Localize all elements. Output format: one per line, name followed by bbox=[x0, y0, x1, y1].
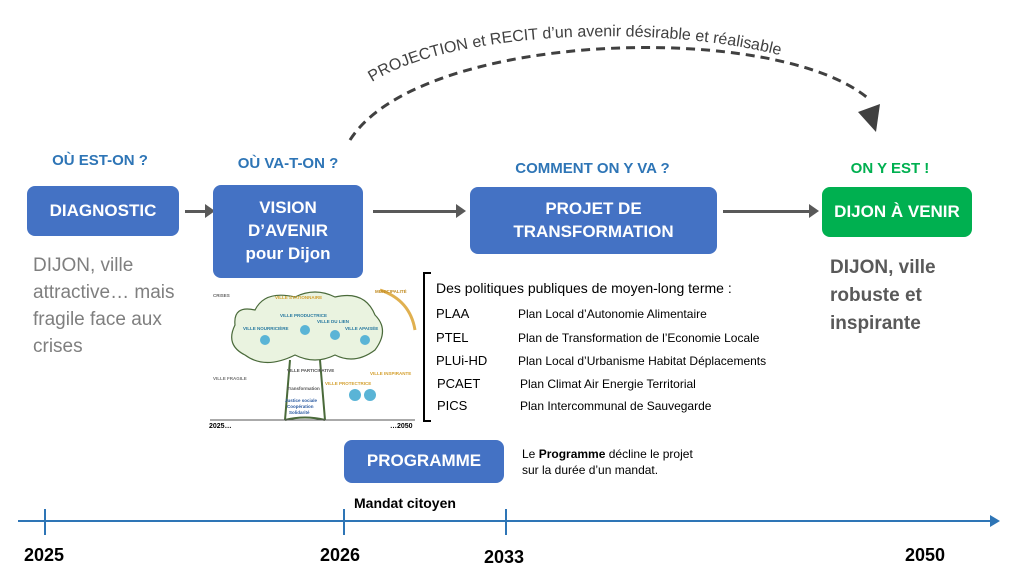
year-2050: 2050 bbox=[905, 545, 946, 565]
tick-2033 bbox=[505, 509, 507, 535]
question-2: OÙ VA-T-ON ? bbox=[237, 155, 339, 172]
illus-label: VILLE FRAGILE bbox=[213, 376, 247, 381]
illus-label: …2050 bbox=[390, 423, 413, 430]
policy-name: Plan Local d’Autonomie Alimentaire bbox=[518, 307, 707, 321]
policies-list: Des politiques publiques de moyen-long t… bbox=[436, 280, 816, 420]
dijon-a-venir-box: DIJON À VENIR bbox=[822, 187, 972, 237]
year-2033: 2033 bbox=[484, 547, 525, 567]
illus-label: Transformation bbox=[287, 386, 320, 391]
timeline-arrow-icon bbox=[990, 515, 1000, 527]
illus-label: VILLE PROTECTRICE bbox=[325, 381, 371, 386]
programme-box: PROGRAMME bbox=[344, 440, 504, 483]
illus-label: MUNICIPALITÉ bbox=[375, 287, 407, 294]
arrow-1 bbox=[185, 204, 215, 218]
policy-name: Plan Intercommunal de Sauvegarde bbox=[520, 399, 712, 413]
year-2025: 2025 bbox=[24, 545, 65, 565]
svg-text:PROJECTION et RECIT d’un aveni: PROJECTION et RECIT d’un avenir désirabl… bbox=[365, 23, 783, 85]
illus-label: Justice sociale bbox=[285, 398, 318, 403]
note-bold: Programme bbox=[538, 447, 606, 461]
illus-label: Solidarité bbox=[289, 410, 310, 415]
diagnostic-description: DIJON, ville attractive… mais fragile fa… bbox=[33, 255, 175, 357]
policy-code: PICS bbox=[437, 398, 468, 413]
policies-bracket bbox=[423, 272, 431, 422]
illus-label: CRISES bbox=[213, 293, 230, 298]
policy-code: PCAET bbox=[437, 376, 481, 391]
note-text: Le bbox=[522, 447, 539, 461]
arc-label: PROJECTION et RECIT d’un avenir désirabl… bbox=[365, 23, 783, 85]
policy-code: PTEL bbox=[436, 330, 469, 345]
diagnostic-box: DIAGNOSTIC bbox=[27, 186, 179, 236]
tick-2026 bbox=[343, 509, 345, 535]
policies-title: Des politiques publiques de moyen-long t… bbox=[436, 280, 732, 296]
tick-2025 bbox=[44, 509, 46, 535]
projet-box: PROJET DE TRANSFORMATION bbox=[470, 187, 717, 254]
illus-label: VILLE APAISÉE bbox=[345, 324, 378, 331]
question-3: COMMENT ON Y VA ? bbox=[515, 160, 670, 177]
illus-label: 2025… bbox=[209, 423, 232, 430]
projection-arc: PROJECTION et RECIT d’un avenir désirabl… bbox=[348, 23, 880, 142]
note-text: décline le projet bbox=[605, 447, 693, 461]
illus-label: VILLE PRODUCTRICE bbox=[280, 313, 327, 318]
illus-label: VILLE NOURRICIÈRE bbox=[243, 324, 289, 331]
mandate-label: Mandat citoyen bbox=[354, 495, 456, 511]
vision-tree-illustration: CRISES VILLE STATIONNAIRE MUNICIPALITÉ V… bbox=[205, 285, 420, 430]
illus-label: VILLE DU LIEN bbox=[317, 319, 349, 324]
policy-name: Plan Climat Air Energie Territorial bbox=[520, 377, 696, 391]
policy-code: PLUi-HD bbox=[436, 353, 488, 368]
question-1: OÙ EST-ON ? bbox=[52, 152, 148, 169]
arrow-2 bbox=[373, 204, 466, 218]
policy-name: Plan de Transformation de l’Economie Loc… bbox=[518, 331, 760, 345]
policy-code: PLAA bbox=[436, 306, 470, 321]
programme-note: Le Programme décline le projet sur la du… bbox=[522, 446, 693, 478]
future-description: DIJON, ville robuste et inspirante bbox=[830, 257, 936, 334]
question-4: ON Y EST ! bbox=[850, 160, 930, 177]
illus-label: Coopération bbox=[287, 404, 314, 409]
illus-label: VILLE INSPIRANTE bbox=[370, 371, 411, 376]
illus-label: VILLE PARTICIPATIVE bbox=[287, 368, 334, 373]
year-2026: 2026 bbox=[320, 545, 361, 565]
vision-box: VISION D’AVENIR pour Dijon bbox=[213, 185, 363, 278]
illus-label: VILLE STATIONNAIRE bbox=[275, 295, 322, 300]
arrow-3 bbox=[723, 204, 819, 218]
note-text: sur la durée d’un mandat. bbox=[522, 463, 659, 477]
policy-name: Plan Local d’Urbanisme Habitat Déplaceme… bbox=[518, 354, 767, 368]
